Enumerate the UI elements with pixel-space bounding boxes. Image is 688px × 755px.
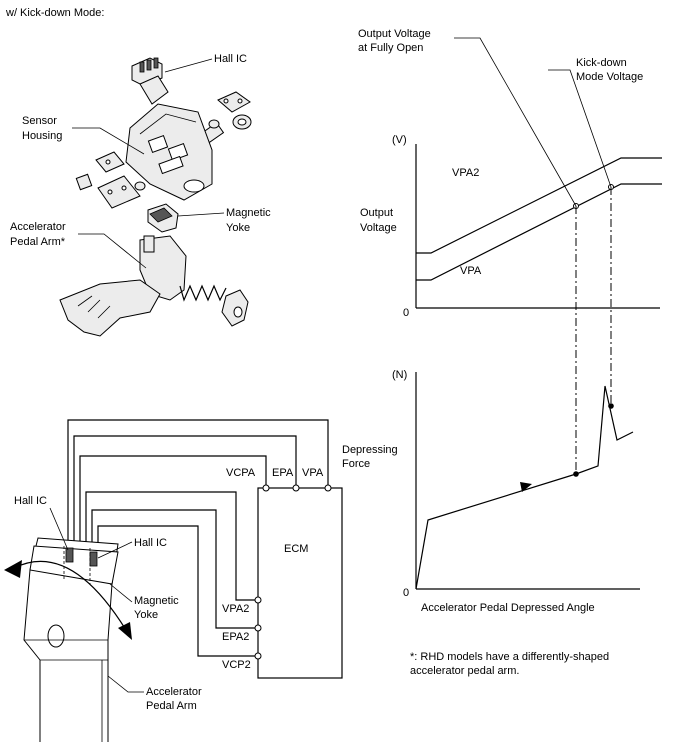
- terminal-label-vpa2: VPA2: [222, 603, 249, 615]
- label-hall-ic-1: Hall IC: [14, 495, 47, 507]
- label-sensor-housing-1: Sensor: [22, 115, 57, 127]
- terminal-label-epa2: EPA2: [222, 631, 249, 643]
- label-magnetic-yoke-circuit-2: Yoke: [134, 609, 158, 621]
- annotation-fully-open-2: at Fully Open: [358, 42, 423, 54]
- hall-ic-part: [131, 57, 169, 105]
- terminal-epa2: [254, 624, 262, 632]
- annotation-fully-open-1: Output Voltage: [358, 28, 431, 40]
- voltage-ylabel-2: Voltage: [360, 222, 397, 234]
- voltage-origin-label: 0: [403, 307, 409, 319]
- hall-ic-chip-2: [89, 551, 98, 567]
- wire-vpa2: [85, 491, 258, 601]
- leader-magnetic-yoke-circuit: [109, 583, 133, 603]
- terminal-vpa2: [254, 596, 262, 604]
- force-graph: (N) Depressing Force 0 Accelerator Pedal…: [342, 369, 640, 614]
- leader-fully-open: [454, 37, 577, 207]
- leader-hall-ic-top: [164, 58, 213, 73]
- label-magnetic-yoke-circuit-1: Magnetic: [134, 595, 179, 607]
- voltage-graph: (V) Output Voltage 0 VPA2 VPA: [360, 37, 662, 319]
- label-pedal-arm-1: Accelerator: [10, 221, 66, 233]
- ecm-box: [257, 487, 343, 679]
- force-fully-open-point: [573, 471, 579, 477]
- force-xlabel: Accelerator Pedal Depressed Angle: [421, 602, 595, 614]
- terminal-vcp2: [254, 652, 262, 660]
- leader-pedal-arm-circuit: [107, 675, 144, 693]
- leader-kickdown: [548, 69, 612, 188]
- footnote-line-2: accelerator pedal arm.: [410, 665, 519, 677]
- wire-epa2: [91, 509, 258, 629]
- force-unit-label: (N): [392, 369, 407, 381]
- label-magnetic-yoke-2: Yoke: [226, 222, 250, 234]
- wire-epa: [73, 435, 297, 548]
- vpa2-label: VPA2: [452, 167, 479, 179]
- force-origin-label: 0: [403, 587, 409, 599]
- leader-hall-ic-2: [97, 541, 133, 559]
- label-pedal-arm-2: Pedal Arm*: [10, 236, 66, 248]
- force-curve: [415, 385, 634, 590]
- label-hall-ic-top: Hall IC: [214, 53, 247, 65]
- voltage-ylabel-1: Output: [360, 207, 393, 219]
- label-sensor-housing-2: Housing: [22, 130, 62, 142]
- pedal-arm-part: [59, 235, 249, 337]
- vpa2-line: [416, 157, 662, 254]
- clip-parts: [75, 151, 146, 209]
- label-hall-ic-2: Hall IC: [134, 537, 167, 549]
- force-arrow: [520, 482, 532, 492]
- leader-magnetic-yoke: [177, 212, 225, 217]
- pedal-motion-arc: [13, 560, 127, 631]
- terminal-epa: [292, 484, 300, 492]
- annotation-kickdown-2: Mode Voltage: [576, 71, 643, 83]
- terminal-label-vcpa: VCPA: [226, 467, 256, 479]
- leader-hall-ic-1: [49, 507, 69, 551]
- circuit-diagram: ECM VCPA EPA VPA VPA2 EPA2 VCP2: [4, 419, 343, 742]
- exploded-view-illustration: [59, 57, 252, 337]
- force-ylabel-2: Force: [342, 458, 370, 470]
- terminal-label-epa: EPA: [272, 467, 294, 479]
- wire-vcp2: [97, 525, 258, 657]
- force-kickdown-point: [608, 403, 614, 409]
- label-pedal-arm-circuit-2: Pedal Arm: [146, 700, 197, 712]
- terminal-vpa: [324, 484, 332, 492]
- vpa-label: VPA: [460, 265, 482, 277]
- pedal-pivot-hole: [47, 624, 65, 648]
- label-magnetic-yoke-1: Magnetic: [226, 207, 271, 219]
- footnote-line-1: *: RHD models have a differently-shaped: [410, 651, 609, 663]
- wire-vcpa: [79, 455, 267, 548]
- label-pedal-arm-circuit-1: Accelerator: [146, 686, 202, 698]
- wire-vpa: [67, 419, 329, 548]
- pedal-sensor-illustration: [4, 537, 132, 742]
- sensor-housing-part: [125, 103, 213, 201]
- voltage-unit-label: (V): [392, 134, 407, 146]
- magnetic-yoke-part: [147, 203, 179, 233]
- annotation-kickdown-1: Kick-down: [576, 57, 627, 69]
- terminal-label-vpa: VPA: [302, 467, 324, 479]
- vpa-line: [416, 183, 662, 281]
- leader-pedal-arm: [78, 233, 147, 269]
- arrow-head-right: [118, 622, 132, 640]
- hall-ic-chip-1: [65, 547, 74, 563]
- arrow-head-left: [4, 560, 22, 578]
- leader-sensor-housing: [72, 127, 145, 155]
- ecm-label: ECM: [284, 543, 308, 555]
- page-heading: w/ Kick-down Mode:: [5, 7, 104, 19]
- terminal-label-vcp2: VCP2: [222, 659, 251, 671]
- terminal-vcpa: [262, 484, 270, 492]
- force-ylabel-1: Depressing: [342, 444, 398, 456]
